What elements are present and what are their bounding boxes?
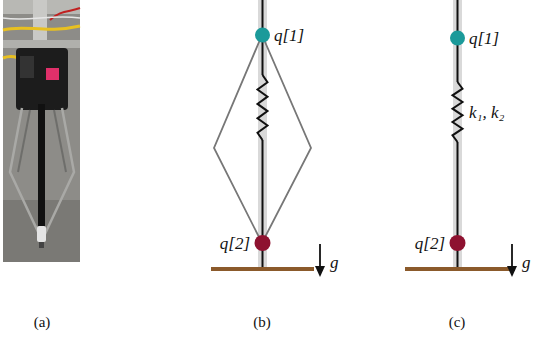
schematic-c xyxy=(405,0,517,277)
joint-dot xyxy=(450,31,465,46)
joint-dot xyxy=(255,235,271,251)
panel-label: (c) xyxy=(449,315,466,330)
joint-label: q[1] xyxy=(274,27,304,44)
joint-label: q[2] xyxy=(220,235,250,252)
joint-label: q[1] xyxy=(469,30,499,47)
joint-label: q[2] xyxy=(415,235,445,252)
linkage xyxy=(214,35,311,243)
panel-label: (a) xyxy=(34,315,51,330)
joint-dot xyxy=(255,28,270,43)
spring-label: k₁, k₂ xyxy=(469,104,504,121)
ground xyxy=(211,267,314,271)
ground xyxy=(405,267,515,271)
panel-label: (b) xyxy=(253,315,271,330)
spring-symbol xyxy=(453,82,463,142)
schematic-b xyxy=(211,0,325,277)
gravity-arrow xyxy=(507,266,517,277)
robot-photo xyxy=(3,0,80,262)
joint-dot xyxy=(450,235,466,251)
gravity-label: g xyxy=(522,254,531,271)
spring-symbol xyxy=(258,75,268,140)
gravity-label: g xyxy=(330,254,339,271)
gravity-arrow xyxy=(315,266,325,277)
